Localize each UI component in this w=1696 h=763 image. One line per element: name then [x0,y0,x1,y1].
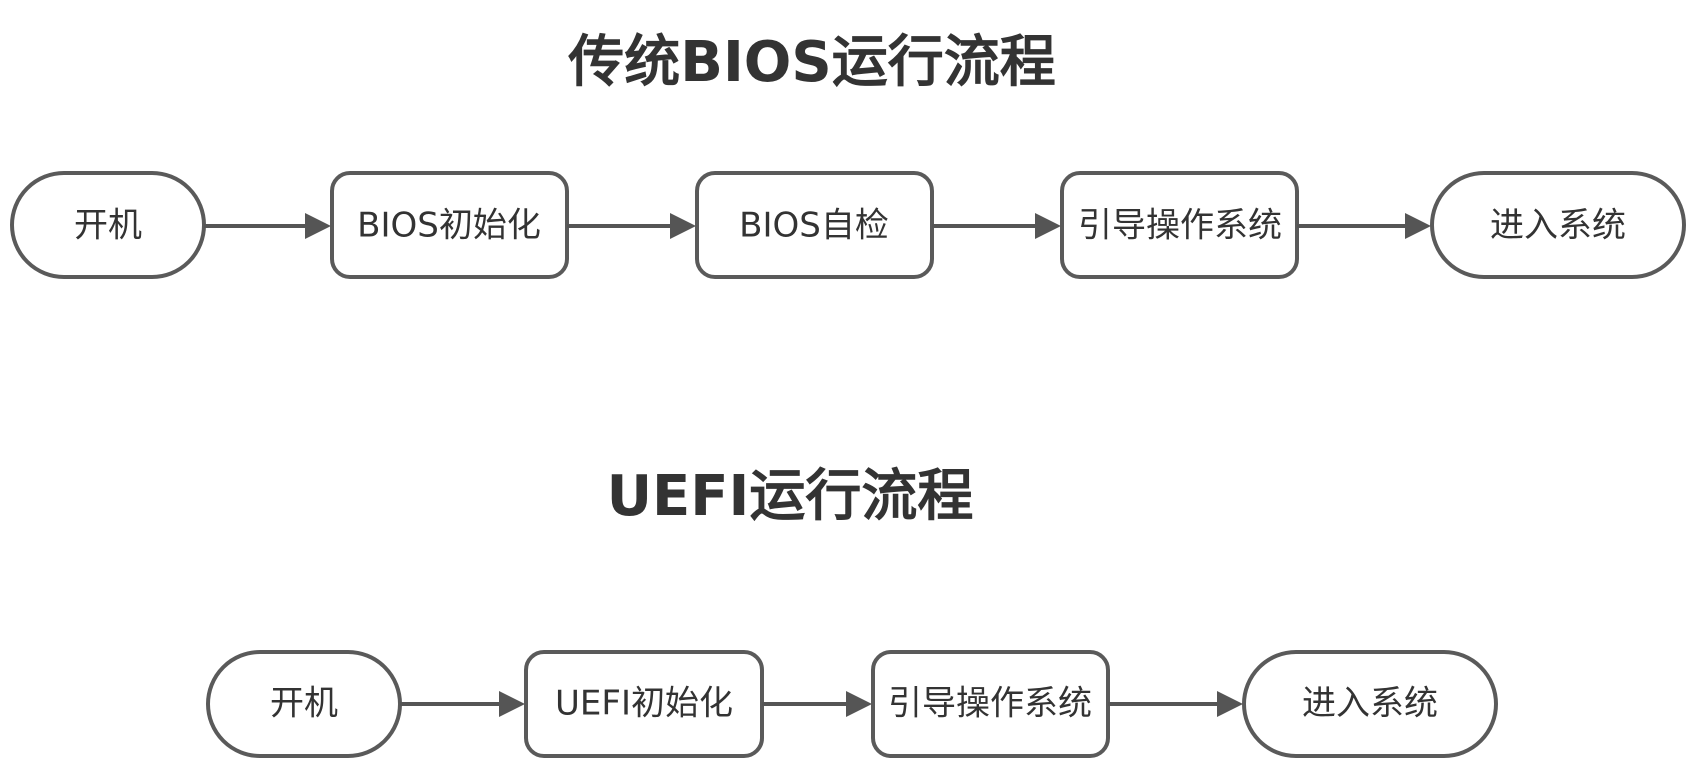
uefi-node-power-on: 开机 [206,650,402,758]
uefi-flow: UEFI运行流程 开机 UEFI初始化 引导操作系统 进入系统 [206,464,1498,758]
terminal-shape [1430,171,1686,279]
uefi-flow-title: UEFI运行流程 [607,464,974,529]
arrow-head-icon [1217,691,1243,717]
arrow-head-icon [1405,213,1431,239]
bios-node-post: BIOS自检 [695,171,934,279]
node-label: UEFI初始化 [555,684,733,724]
terminal-shape [1242,650,1498,758]
arrow-head-icon [846,691,872,717]
node-label: 开机 [270,684,338,724]
node-label: 进入系统 [1490,206,1626,246]
bios-node-enter-system: 进入系统 [1430,171,1686,279]
arrow-head-icon [1035,213,1061,239]
uefi-node-init: UEFI初始化 [524,650,764,758]
bios-node-power-on: 开机 [10,171,206,279]
node-label: 进入系统 [1302,684,1438,724]
arrow-head-icon [499,691,525,717]
uefi-node-enter-system: 进入系统 [1242,650,1498,758]
node-label: BIOS初始化 [357,206,541,246]
bios-node-boot-os: 引导操作系统 [1060,171,1299,279]
arrow-head-icon [305,213,331,239]
arrow-head-icon [670,213,696,239]
node-label: BIOS自检 [739,206,889,246]
node-label: 引导操作系统 [1078,206,1282,246]
bios-flow: 传统BIOS运行流程 开机 BIOS初始化 BIOS自检 引导操作系统 进入系统 [10,30,1686,279]
node-label: 引导操作系统 [888,684,1092,724]
bios-flow-title: 传统BIOS运行流程 [567,30,1055,95]
node-label: 开机 [74,206,142,246]
uefi-node-boot-os: 引导操作系统 [871,650,1110,758]
bios-node-init: BIOS初始化 [330,171,569,279]
